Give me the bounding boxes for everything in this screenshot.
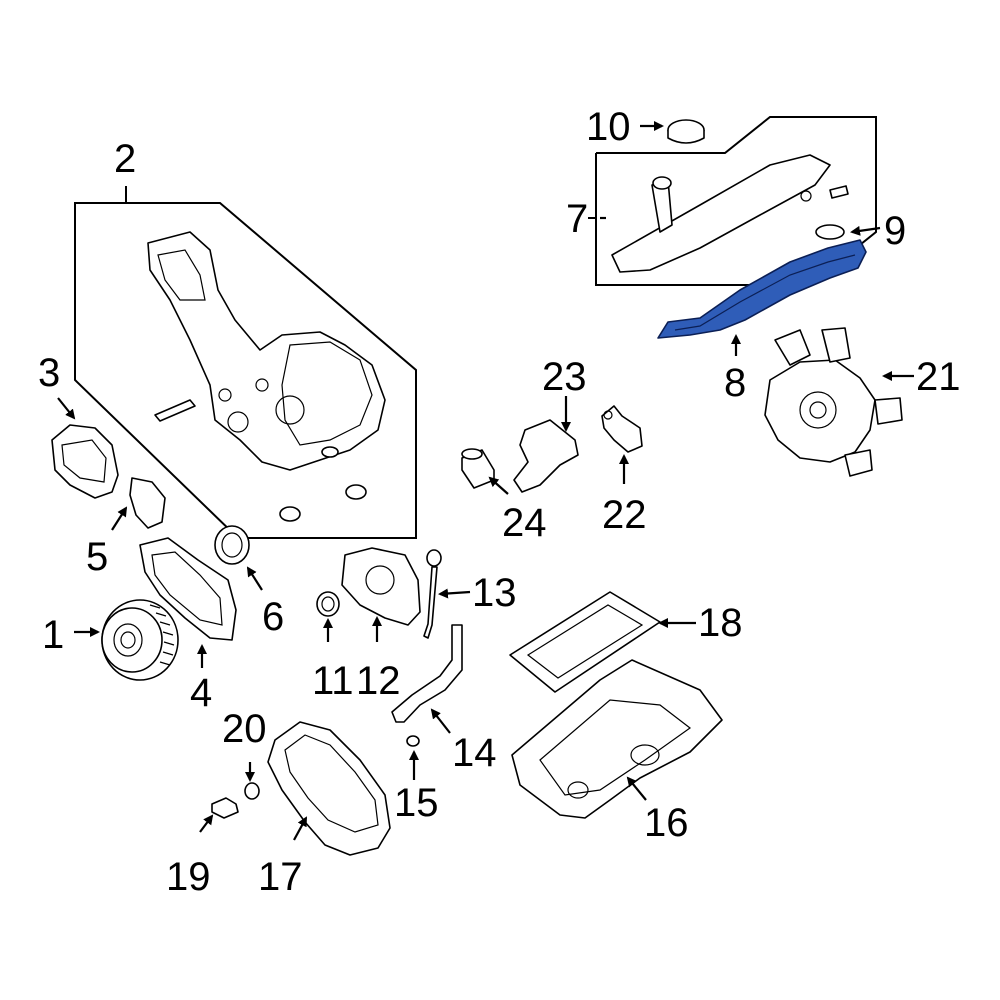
callout-24: 24 bbox=[502, 501, 547, 545]
callout-15: 15 bbox=[394, 781, 439, 825]
callout-7: 7 bbox=[566, 197, 588, 241]
part-11-seal[interactable] bbox=[316, 591, 340, 617]
part-3-cover[interactable] bbox=[51, 424, 119, 499]
leader-lines bbox=[57, 121, 914, 841]
part-12-rear-cover[interactable] bbox=[341, 547, 421, 626]
part-5-gasket[interactable] bbox=[129, 477, 166, 529]
callout-19: 19 bbox=[166, 855, 211, 899]
callout-8: 8 bbox=[724, 361, 746, 405]
part-13-tube[interactable] bbox=[423, 549, 442, 639]
part-6-seal[interactable] bbox=[214, 525, 250, 565]
callout-3: 3 bbox=[38, 351, 60, 395]
callout-21: 21 bbox=[916, 355, 961, 399]
callout-4: 4 bbox=[190, 671, 212, 715]
part-20-washer[interactable] bbox=[244, 782, 260, 800]
part-4-plate[interactable] bbox=[139, 537, 237, 641]
part-14-dipstick[interactable] bbox=[391, 624, 463, 723]
part-24-oil-filter[interactable] bbox=[461, 448, 495, 489]
callout-11: 11 bbox=[312, 659, 354, 703]
callout-16: 16 bbox=[644, 801, 689, 845]
part-23-bracket[interactable] bbox=[513, 419, 579, 493]
callout-13: 13 bbox=[472, 571, 517, 615]
part-1-pulley[interactable] bbox=[101, 599, 179, 681]
callout-2: 2 bbox=[114, 137, 136, 181]
part-22-fitting[interactable] bbox=[601, 405, 643, 453]
callout-10: 10 bbox=[586, 105, 631, 149]
part-16-upper-oil-pan[interactable] bbox=[511, 659, 723, 819]
part-21-water-pump[interactable] bbox=[764, 327, 903, 477]
callout-6: 6 bbox=[262, 595, 284, 639]
valve-cover-group-box bbox=[588, 116, 877, 286]
callout-20: 20 bbox=[222, 707, 267, 751]
part-10-oil-cap[interactable] bbox=[667, 119, 705, 144]
gasket-highlight[interactable] bbox=[657, 239, 867, 339]
callout-17: 17 bbox=[258, 855, 303, 899]
timing-cover-part[interactable] bbox=[147, 231, 386, 522]
part-8-valve-cover-gasket[interactable] bbox=[657, 239, 867, 339]
callout-22: 22 bbox=[602, 493, 647, 537]
part-9-seal[interactable] bbox=[815, 224, 845, 240]
callout-23: 23 bbox=[542, 355, 587, 399]
callout-14: 14 bbox=[452, 731, 497, 775]
callout-9: 9 bbox=[884, 209, 906, 253]
callout-5: 5 bbox=[86, 535, 108, 579]
callout-labels: 1 2 3 4 5 6 7 8 9 10 11 12 13 14 15 16 1… bbox=[38, 105, 961, 899]
callout-18: 18 bbox=[698, 601, 743, 645]
part-17-oil-pan[interactable] bbox=[267, 721, 391, 856]
part-15-o-ring[interactable] bbox=[406, 735, 420, 747]
callout-12: 12 bbox=[356, 659, 401, 703]
callout-1: 1 bbox=[42, 613, 64, 657]
part-19-drain-plug[interactable] bbox=[211, 797, 239, 819]
part-7-valve-cover[interactable] bbox=[611, 154, 849, 273]
